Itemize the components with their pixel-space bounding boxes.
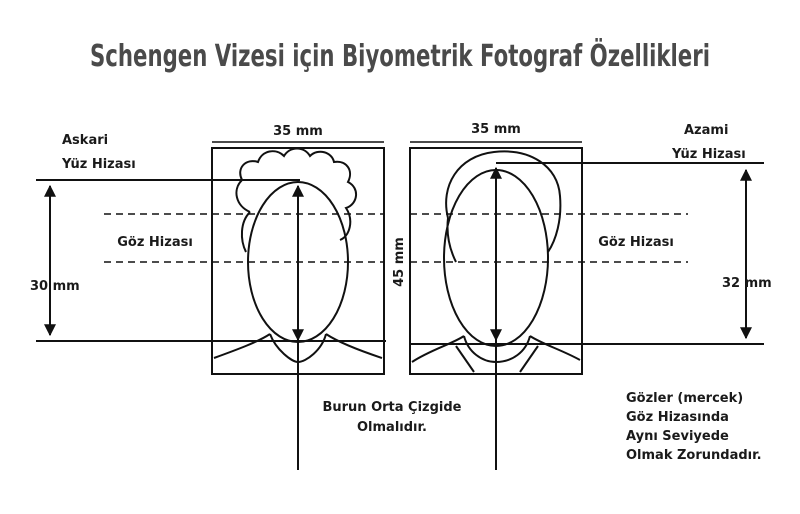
min-face-label-line2: Yüz Hizası bbox=[61, 157, 136, 172]
nose-note-line2: Olmalıdır. bbox=[357, 420, 427, 435]
eyes-note-line2: Göz Hizasında bbox=[626, 410, 729, 425]
eyes-note-line4: Olmak Zorundadır. bbox=[626, 448, 762, 463]
left-eye-level-label: Göz Hizası bbox=[117, 235, 193, 250]
right-shoulder-left bbox=[411, 335, 465, 363]
left-shoulder-right bbox=[325, 333, 383, 359]
right-collar-left bbox=[455, 345, 475, 373]
max-face-size-label: 32 mm bbox=[722, 276, 772, 291]
right-hair bbox=[445, 150, 562, 253]
right-collar-right bbox=[519, 345, 539, 373]
left-hair-side bbox=[240, 211, 251, 253]
min-face-size-label: 30 mm bbox=[30, 279, 80, 294]
right-width-label: 35 mm bbox=[471, 122, 521, 137]
left-width-label: 35 mm bbox=[273, 124, 323, 139]
min-face-label-line1: Askari bbox=[62, 133, 108, 148]
max-face-label-line2: Yüz Hizası bbox=[671, 147, 746, 162]
nose-note-line1: Burun Orta Çizgide bbox=[322, 400, 461, 415]
eyes-note-line1: Gözler (mercek) bbox=[626, 391, 743, 406]
max-face-label-line1: Azami bbox=[684, 123, 728, 138]
right-hair-side bbox=[446, 217, 457, 263]
right-shoulder-right bbox=[529, 335, 581, 361]
left-curly-hair bbox=[235, 147, 357, 241]
eyes-note-line3: Aynı Seviyede bbox=[626, 429, 729, 444]
left-shoulder-left bbox=[213, 333, 271, 359]
right-eye-level-label: Göz Hizası bbox=[598, 235, 674, 250]
height-label: 45 mm bbox=[392, 237, 407, 287]
page-title: Schengen Vizesi için Biyometrik Fotograf… bbox=[90, 37, 710, 74]
